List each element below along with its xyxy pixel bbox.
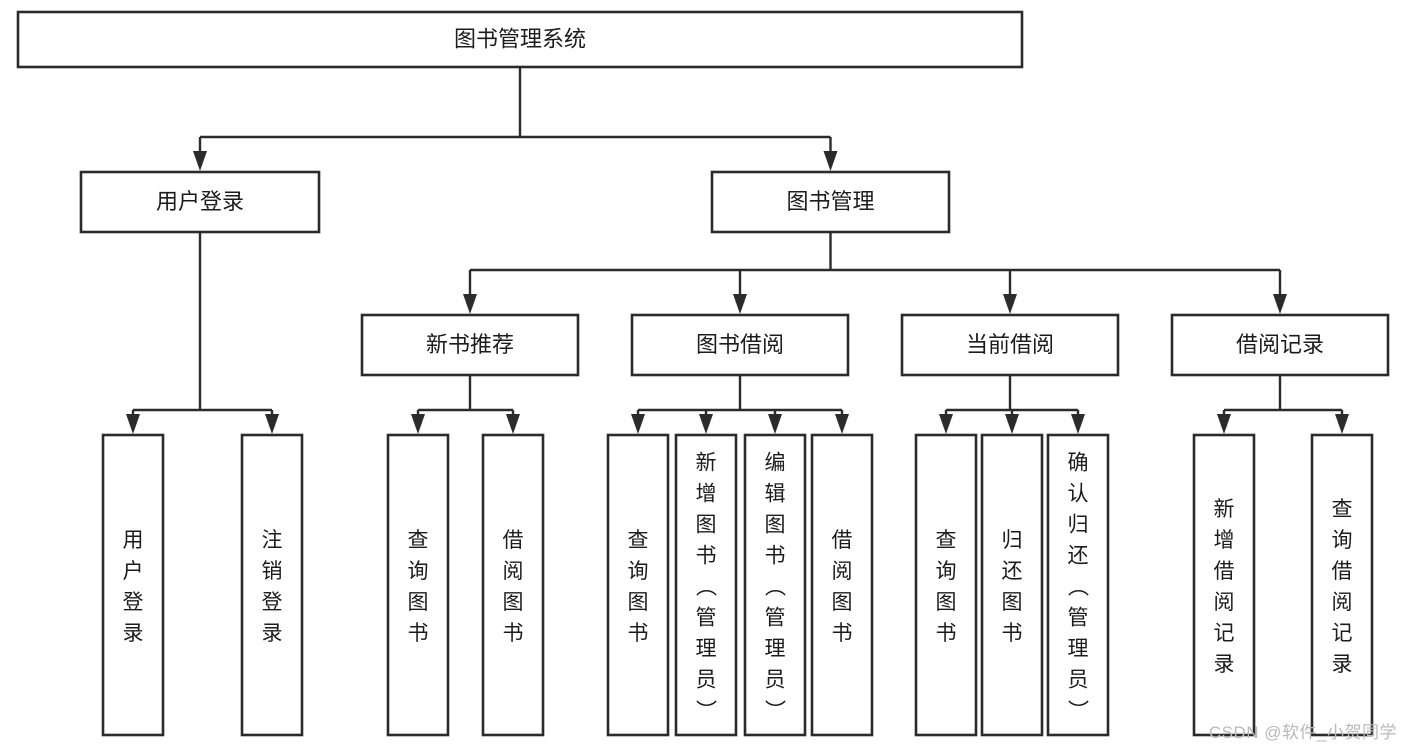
arrow-head-icon (939, 414, 953, 434)
arrow-head-icon (768, 414, 782, 434)
node-label-leaf-1-group: 注销登录 (262, 529, 283, 645)
node-box-leaf-11[interactable] (1192, 433, 1256, 737)
arrow-head-icon (411, 414, 425, 434)
node-box-leaf-3[interactable] (481, 433, 545, 737)
node-label-level3-1: 图书借阅 (696, 332, 784, 357)
node-label-leaf-5-group: 新增图书（管理员） (696, 452, 718, 723)
node-label-leaf-4: 查询图书 (628, 529, 649, 645)
node-label-level2-0: 用户登录 (156, 189, 244, 214)
node-label-leaf-3: 借阅图书 (503, 529, 524, 645)
node-label-leaf-8: 查询图书 (936, 529, 957, 645)
arrow-head-icon (193, 151, 207, 171)
node-label-leaf-11-group: 新增借阅记录 (1214, 498, 1235, 676)
arrow-head-icon (699, 414, 713, 434)
node-label-leaf-7-group: 借阅图书 (832, 529, 853, 645)
node-label-leaf-10-group: 确认归还（管理员） (1068, 452, 1090, 723)
node-label-root: 图书管理系统 (454, 26, 586, 51)
arrow-head-icon (265, 414, 279, 434)
node-label-level3-0: 新书推荐 (426, 332, 514, 357)
arrow-head-icon (835, 414, 849, 434)
node-label-leaf-3-group: 借阅图书 (503, 529, 524, 645)
node-label-leaf-5: 新增图书（管理员） (696, 452, 718, 723)
node-box-level2-0[interactable] (79, 170, 321, 234)
arrow-head-icon (1335, 414, 1349, 434)
arrow-head-icon (1071, 414, 1085, 434)
node-box-level3-0[interactable] (360, 313, 580, 377)
node-box-level2-1[interactable] (710, 170, 951, 234)
node-box-leaf-5[interactable] (674, 433, 738, 737)
arrow-head-icon (631, 414, 645, 434)
arrow-head-icon (126, 414, 140, 434)
node-label-leaf-7: 借阅图书 (832, 529, 853, 645)
node-box-leaf-12[interactable] (1310, 433, 1374, 737)
node-box-leaf-9[interactable] (980, 433, 1044, 737)
arrow-head-icon (1217, 414, 1231, 434)
node-label-leaf-12-group: 查询借阅记录 (1332, 498, 1353, 676)
node-label-leaf-8-group: 查询图书 (936, 529, 957, 645)
node-box-leaf-7[interactable] (810, 433, 874, 737)
node-label-leaf-0: 用户登录 (123, 529, 144, 645)
node-box-leaf-8[interactable] (914, 433, 978, 737)
arrow-head-icon (1273, 294, 1287, 314)
node-label-leaf-1: 注销登录 (262, 529, 283, 645)
node-box-leaf-6[interactable] (743, 433, 807, 737)
arrow-head-icon (506, 414, 520, 434)
node-box-level3-3[interactable] (1170, 313, 1390, 377)
arrow-head-icon (1003, 294, 1017, 314)
node-label-leaf-6: 编辑图书（管理员） (765, 452, 787, 723)
arrow-head-icon (823, 151, 838, 171)
node-label-level2-1: 图书管理 (786, 189, 874, 214)
arrow-head-icon (733, 294, 747, 314)
node-label-leaf-4-group: 查询图书 (628, 529, 649, 645)
node-label-leaf-2: 查询图书 (408, 529, 429, 645)
node-box-leaf-10[interactable] (1046, 433, 1110, 737)
node-box-root[interactable] (16, 10, 1024, 69)
node-label-leaf-2-group: 查询图书 (408, 529, 429, 645)
node-label-leaf-0-group: 用户登录 (123, 529, 144, 645)
node-label-leaf-12: 查询借阅记录 (1332, 498, 1353, 676)
node-box-leaf-4[interactable] (606, 433, 670, 737)
node-box-leaf-0[interactable] (101, 433, 165, 737)
node-box-leaf-2[interactable] (386, 433, 450, 737)
node-label-leaf-10: 确认归还（管理员） (1068, 452, 1090, 723)
node-label-leaf-9-group: 归还图书 (1002, 529, 1023, 645)
node-label-leaf-6-group: 编辑图书（管理员） (765, 452, 787, 723)
arrow-head-icon (1005, 414, 1019, 434)
node-box-level3-2[interactable] (900, 313, 1120, 377)
node-box-leaf-1[interactable] (240, 433, 304, 737)
node-label-level3-2: 当前借阅 (966, 332, 1054, 357)
node-label-leaf-9: 归还图书 (1002, 529, 1023, 645)
arrow-head-icon (463, 294, 477, 314)
node-label-level3-3: 借阅记录 (1236, 332, 1324, 357)
node-box-level3-1[interactable] (630, 313, 850, 377)
node-label-leaf-11: 新增借阅记录 (1214, 498, 1235, 676)
